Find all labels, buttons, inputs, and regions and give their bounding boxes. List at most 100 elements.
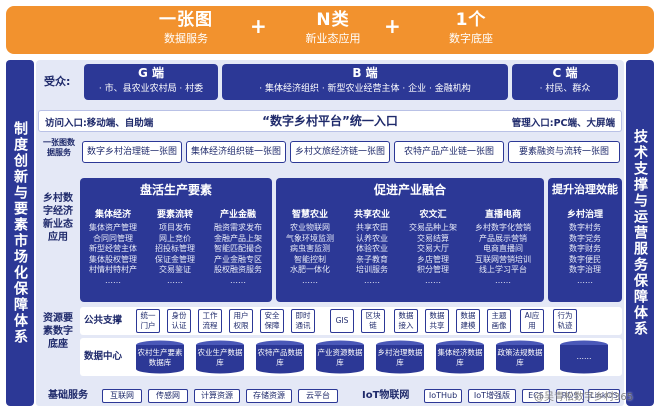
column-title: 乡村治理 [566,210,603,220]
column-item: 病虫害监测 [290,244,330,253]
database-icon: 集体经济数据库 [434,340,486,374]
database-icon: 农特产品数据库 [254,340,306,374]
module-production: 盘活生产要素 集体经济 集体资产管理 合同同管理 新型经营主体 集体股权管理 村… [80,178,272,302]
database-icon: 农村生产要素数据库 [134,340,186,374]
column-title: 集体经济 [94,210,131,220]
header-block-title: 1个 [455,10,487,30]
database-label: …… [576,352,592,361]
plus-sign: + [250,14,267,38]
column-item: 乡店管理 [417,254,449,264]
iot-rds: RDS [556,389,584,403]
module-column: 产业金融 融资需求发布 金融产品上架 智能匹配撮合 产业金融专区 股权融资服务 … [208,208,268,286]
support-ai: AI应用 [520,309,544,333]
database-label: 农村生产要素数据库 [137,348,183,367]
database-label: 农业生产数据库 [197,348,243,367]
iot-enhanced: IoT增强版 [468,389,516,403]
iot-hub: IoTHub [424,389,462,403]
support-identity: 身份认证 [167,309,191,333]
module-column: 共享农业 共享农田 认养农业 体验农业 亲子教育 培训服务 …… [344,208,400,286]
column-item: 积分管理 [417,265,449,274]
support-portal: 统一门户 [136,309,160,333]
column-item: …… [105,275,121,285]
audience-b-end: B 端 · 集体经济组织 · 新型农业经营主体 · 企业 · 金融机构 [222,64,508,100]
chain-map-item: 农特产品产业链一张图 [394,141,504,163]
support-workflow: 工作流程 [198,309,222,333]
iot-linkos: LinkOS [588,389,620,403]
access-entry-admin: 管理入口:PC端、大屏端 [511,118,615,129]
audience-title: C 端 [552,66,578,80]
module-column: 集体经济 集体资产管理 合同同管理 新型经营主体 集体股权管理 村情村特村产 …… [84,208,142,286]
column-item: 村情村特村产 [89,265,137,274]
column-item: …… [364,275,380,285]
audience-items: · 集体经济组织 · 新型农业经营主体 · 企业 · 金融机构 [259,84,471,94]
header-block-title: N类 [316,10,350,30]
header-block-subtitle: 新业态应用 [305,32,361,45]
database-icon: 产业资源数据库 [314,340,366,374]
column-item: 交易大厅 [417,244,449,253]
iot-ecs: ECS [522,389,550,403]
column-item: 项目发布 [159,223,191,232]
column-item: 股权融资服务 [214,265,262,274]
database-icon: 乡村治理数据库 [374,340,426,374]
platform-unified-entry: “数字乡村平台”统一入口 [262,114,398,128]
module-title: 促进产业融合 [373,183,446,197]
chain-map-item: 数字乡村治理链一张图 [82,141,182,163]
column-item: 交易鉴证 [159,265,191,274]
support-data-sharing: 数据共享 [425,309,449,333]
database-label: 集体经济数据库 [437,348,483,367]
column-item: 体验农业 [356,244,388,253]
side-panel-right: 技术支撑与运营服务保障体系 [626,60,654,406]
column-item: …… [577,275,593,285]
data-center-label: 数据中心 [84,351,123,362]
header-banner: 一张图 数据服务 + N类 新业态应用 + 1个 数字底座 [6,6,654,54]
column-item: …… [425,275,441,285]
service-storage: 存储资源 [246,389,292,403]
column-item: 集体资产管理 [89,223,137,232]
column-item: 智能控制 [294,254,326,264]
module-governance: 提升治理效能 乡村治理 数字村务 数字党务 数字财务 数字便民 数字治理 …… [548,178,622,302]
database-label: 政策法规数据库 [497,348,543,367]
column-item: 数字财务 [569,244,601,253]
column-item: 培训服务 [356,265,388,274]
audience-title: G 端 [137,66,165,80]
service-compute: 计算资源 [194,389,240,403]
access-bar: 访问入口:移动端、自助端 “数字乡村平台”统一入口 管理入口:PC端、大屏端 [38,110,622,132]
module-column: 直播电商 乡村数字化营销 产品展示营销 电商直播间 互联网营销培训 线上学习平台… [466,208,540,286]
module-title: 盘活生产要素 [139,183,212,197]
support-data-access: 数据接入 [394,309,418,333]
audience-c-end: C 端 · 村民、群众 [512,64,618,100]
audience-title: B 端 [352,66,378,80]
column-item: 数字便民 [569,254,601,264]
module-column: 要素流转 项目发布 网上竞价 招投标管理 保证金管理 交易鉴证 …… [146,208,204,286]
header-block-apps: N类 新业态应用 [268,9,398,47]
column-title: 产业金融 [219,210,256,220]
column-item: 金融产品上架 [214,233,262,243]
audience-items: · 市、县农业农村局 · 村委 [98,84,204,94]
module-column: 农文汇 交易品种上架 交易结算 交易大厅 乡店管理 积分管理 …… [404,208,462,286]
column-item: 产业金融专区 [214,254,262,264]
audience-g-end: G 端 · 市、县农业农村局 · 村委 [84,64,218,100]
column-item: 合同同管理 [93,233,133,243]
column-title: 智慧农业 [291,210,328,220]
column-item: 认养农业 [356,233,388,243]
column-item: 电商直播间 [483,244,523,253]
column-item: 招投标管理 [155,244,195,253]
support-gis: GIS [330,309,354,333]
public-support-label: 公共支撑 [84,315,123,326]
column-item: 共享农田 [356,223,388,232]
chain-map-item: 要素融资与流转一张图 [508,141,620,163]
column-item: 数字村务 [569,223,601,232]
support-messaging: 即时通讯 [291,309,315,333]
support-blockchain: 区块链 [361,309,385,333]
database-icon: 政策法规数据库 [494,340,546,374]
column-item: 智能匹配撮合 [214,244,262,253]
service-internet: 互联网 [102,389,142,403]
basic-services-label: 基础服务 [48,390,88,401]
module-industry: 促进产业融合 智慧农业 农业物联网 气象环境监测 病虫害监测 智能控制 水肥一体… [276,178,544,302]
access-entry-mobile: 访问入口:移动端、自助端 [45,118,154,129]
column-title: 共享农业 [353,210,390,220]
header-block-base: 1个 数字底座 [406,9,536,47]
service-sensor-network: 传感网 [148,389,188,403]
column-title: 直播电商 [484,210,521,220]
column-item: 线上学习平台 [479,265,527,274]
